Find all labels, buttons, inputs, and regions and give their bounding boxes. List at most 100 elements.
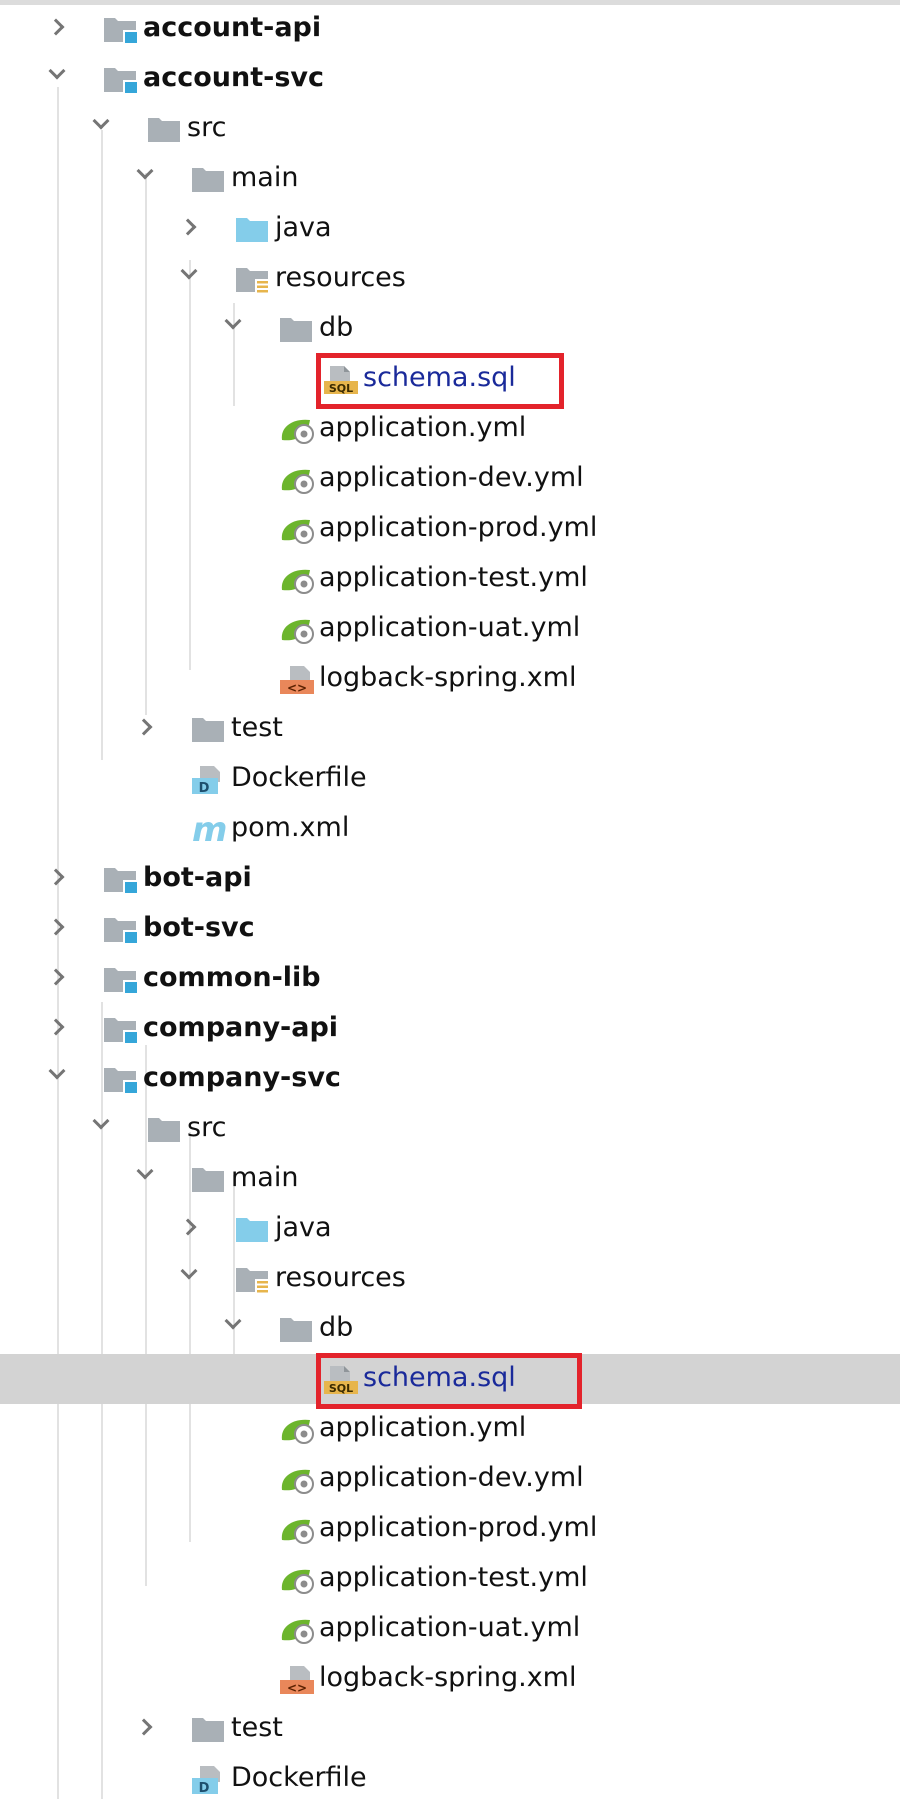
tree-row[interactable]: company-svc <box>0 1054 900 1104</box>
spring-yaml-icon <box>280 616 316 644</box>
chevron-down-icon[interactable] <box>136 162 154 180</box>
chevron-right-icon[interactable] <box>135 718 153 736</box>
tree-row[interactable]: resources <box>0 1254 900 1304</box>
tree-row[interactable]: bot-api <box>0 854 900 904</box>
spring-yaml-icon <box>280 516 316 544</box>
chevron-down-icon[interactable] <box>92 1112 110 1130</box>
module-folder-icon <box>104 966 140 995</box>
tree-row[interactable]: application-dev.yml <box>0 454 900 504</box>
tree-row[interactable]: java <box>0 204 900 254</box>
xml-file-icon: <> <box>280 1666 316 1695</box>
tree-row[interactable]: main <box>0 154 900 204</box>
xml-file-icon: <> <box>280 666 316 695</box>
tree-row[interactable]: db <box>0 304 900 354</box>
resources-folder-icon <box>236 266 272 294</box>
highlight-box <box>316 353 564 409</box>
chevron-right-icon[interactable] <box>179 218 197 236</box>
tree-item-label: src <box>187 112 227 143</box>
chevron-down-icon[interactable] <box>224 312 242 330</box>
sql-file-icon: SQL <box>324 366 360 395</box>
tree-item-label: resources <box>275 1262 406 1293</box>
tree-item-label: src <box>187 1112 227 1143</box>
tree-item-label: main <box>231 162 299 193</box>
highlight-box <box>316 1353 582 1409</box>
tree-row[interactable]: application-uat.yml <box>0 1604 900 1654</box>
chevron-down-icon[interactable] <box>48 62 66 80</box>
folder-icon <box>192 166 228 194</box>
chevron-down-icon[interactable] <box>180 262 198 280</box>
source-folder-icon <box>236 1216 272 1244</box>
chevron-right-icon[interactable] <box>47 968 65 986</box>
tree-row[interactable]: common-lib <box>0 954 900 1004</box>
tree-row[interactable]: db <box>0 1304 900 1354</box>
module-folder-icon <box>104 916 140 945</box>
tree-row[interactable]: main <box>0 1154 900 1204</box>
tree-item-label: java <box>275 1212 332 1243</box>
chevron-right-icon[interactable] <box>179 1218 197 1236</box>
chevron-down-icon[interactable] <box>224 1312 242 1330</box>
folder-icon <box>192 1716 228 1744</box>
indent-guide-line <box>233 1175 235 1404</box>
tree-item-label: db <box>319 1312 354 1343</box>
tree-item-label: application-dev.yml <box>319 462 584 493</box>
tree-item-label: java <box>275 212 332 243</box>
top-border <box>0 0 900 5</box>
chevron-down-icon[interactable] <box>136 1162 154 1180</box>
tree-row[interactable]: account-api <box>0 4 900 54</box>
tree-item-label: common-lib <box>143 962 321 993</box>
tree-row[interactable]: application.yml <box>0 1404 900 1454</box>
tree-row[interactable]: src <box>0 1104 900 1154</box>
tree-row[interactable]: application-prod.yml <box>0 1504 900 1554</box>
module-folder-icon <box>104 16 140 45</box>
tree-row[interactable]: application-prod.yml <box>0 504 900 554</box>
chevron-right-icon[interactable] <box>47 918 65 936</box>
tree-row[interactable]: application-test.yml <box>0 554 900 604</box>
tree-item-label: company-api <box>143 1012 339 1043</box>
tree-row[interactable]: application-test.yml <box>0 1554 900 1604</box>
sql-file-icon: SQL <box>324 1366 360 1395</box>
tree-item-label: application.yml <box>319 412 527 443</box>
chevron-down-icon[interactable] <box>48 1062 66 1080</box>
tree-item-label: application-uat.yml <box>319 1612 581 1643</box>
chevron-down-icon[interactable] <box>92 112 110 130</box>
svg-text:SQL: SQL <box>329 382 353 394</box>
tree-row[interactable]: test <box>0 704 900 754</box>
tree-row[interactable]: application-uat.yml <box>0 604 900 654</box>
svg-text:m: m <box>192 816 227 844</box>
tree-item-label: pom.xml <box>231 812 350 843</box>
tree-row[interactable]: application.yml <box>0 404 900 454</box>
svg-text:D: D <box>199 781 210 794</box>
spring-yaml-icon <box>280 1566 316 1594</box>
spring-yaml-icon <box>280 1466 316 1494</box>
indent-guide-line <box>189 1132 191 1542</box>
chevron-right-icon[interactable] <box>135 1718 153 1736</box>
chevron-right-icon[interactable] <box>47 1018 65 1036</box>
tree-row[interactable]: company-api <box>0 1004 900 1054</box>
chevron-down-icon[interactable] <box>180 1262 198 1280</box>
tree-row[interactable]: <>logback-spring.xml <box>0 654 900 704</box>
folder-icon <box>280 316 316 344</box>
chevron-right-icon[interactable] <box>47 18 65 36</box>
folder-icon <box>148 116 184 144</box>
chevron-right-icon[interactable] <box>47 868 65 886</box>
tree-row[interactable]: application-dev.yml <box>0 1454 900 1504</box>
resources-folder-icon <box>236 1266 272 1294</box>
tree-row[interactable]: bot-svc <box>0 904 900 954</box>
spring-yaml-icon <box>280 416 316 444</box>
tree-item-label: company-svc <box>143 1062 341 1093</box>
tree-row[interactable]: test <box>0 1704 900 1754</box>
tree-row[interactable]: src <box>0 104 900 154</box>
tree-item-label: logback-spring.xml <box>319 662 577 693</box>
tree-item-label: application-dev.yml <box>319 1462 584 1493</box>
tree-row[interactable]: account-svc <box>0 54 900 104</box>
tree-row[interactable]: java <box>0 1204 900 1254</box>
tree-row[interactable]: <>logback-spring.xml <box>0 1654 900 1704</box>
tree-item-label: application.yml <box>319 1412 527 1443</box>
tree-row[interactable]: resources <box>0 254 900 304</box>
indent-guide-line <box>145 173 147 715</box>
